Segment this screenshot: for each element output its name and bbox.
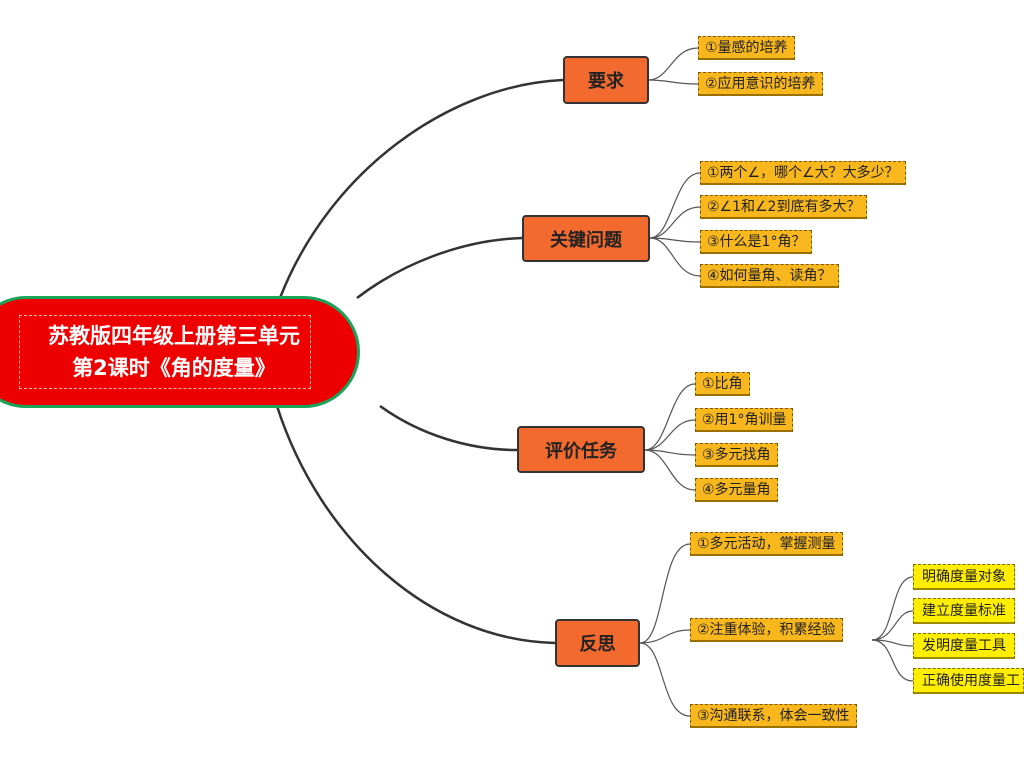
- subleaf-reflection-4[interactable]: 正确使用度量工: [913, 668, 1024, 694]
- link-sub-4: [871, 639, 914, 682]
- link-b4-l3: [639, 642, 691, 717]
- link-b1-l1: [647, 47, 699, 81]
- branch-reflection[interactable]: 反思: [555, 619, 640, 667]
- leaf-key-questions-1[interactable]: ①两个∠，哪个∠大？大多少？: [700, 161, 906, 185]
- leaf-evaluation-1[interactable]: ①比角: [695, 372, 750, 396]
- center-topic-text: 苏教版四年级上册第三单元 第2课时《角的度量》: [19, 315, 311, 389]
- leaf-reflection-3[interactable]: ③沟通联系，体会一致性: [690, 704, 857, 728]
- link-sub-1: [871, 576, 914, 641]
- link-center-branch-2: [356, 236, 523, 299]
- link-b3-l3: [644, 449, 696, 456]
- link-b2-l1: [649, 172, 701, 239]
- leaf-requirements-1[interactable]: ①量感的培养: [698, 36, 795, 60]
- link-b4-l2: [639, 629, 691, 644]
- leaf-evaluation-3[interactable]: ③多元找角: [695, 443, 778, 467]
- link-b3-l2: [644, 419, 696, 451]
- link-b2-l4: [649, 237, 701, 277]
- subleaf-reflection-2[interactable]: 建立度量标准: [913, 598, 1015, 624]
- leaf-reflection-2[interactable]: ②注重体验，积累经验: [690, 618, 843, 642]
- branch-evaluation-tasks[interactable]: 评价任务: [517, 426, 645, 473]
- subleaf-reflection-1[interactable]: 明确度量对象: [913, 564, 1015, 590]
- branch-requirements[interactable]: 要求: [563, 56, 649, 104]
- leaf-evaluation-4[interactable]: ④多元量角: [695, 478, 778, 502]
- leaf-reflection-1[interactable]: ①多元活动，掌握测量: [690, 532, 843, 556]
- link-b1-l2: [647, 79, 699, 85]
- branch-key-questions[interactable]: 关键问题: [522, 215, 650, 262]
- link-b3-l4: [644, 449, 696, 491]
- link-center-branch-3: [379, 404, 518, 452]
- center-topic[interactable]: 苏教版四年级上册第三单元 第2课时《角的度量》: [0, 296, 360, 408]
- link-b3-l1: [644, 383, 696, 451]
- center-topic-line-1: 苏教版四年级上册第三单元: [48, 324, 300, 348]
- link-center-branch-4: [275, 405, 556, 645]
- link-b2-l2: [649, 206, 701, 239]
- subleaf-reflection-3[interactable]: 发明度量工具: [913, 633, 1015, 659]
- leaf-key-questions-2[interactable]: ②∠1和∠2到底有多大？: [700, 195, 868, 219]
- leaf-evaluation-2[interactable]: ②用1°角训量: [695, 408, 794, 432]
- leaf-requirements-2[interactable]: ②应用意识的培养: [698, 72, 823, 96]
- leaf-key-questions-4[interactable]: ④如何量角、读角？: [700, 264, 839, 288]
- link-b4-l1: [639, 543, 691, 644]
- link-center-branch-1: [278, 78, 564, 299]
- center-topic-line-2: 第2课时《角的度量》: [72, 356, 276, 380]
- link-sub-2: [871, 610, 914, 641]
- leaf-key-questions-3[interactable]: ③什么是1°角？: [700, 230, 813, 254]
